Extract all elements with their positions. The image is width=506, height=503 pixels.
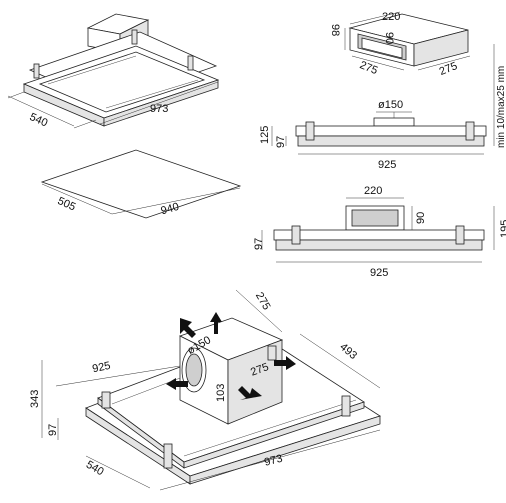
cutout-length-label: 940 [160,201,181,218]
side1-length-label: 925 [378,159,396,171]
cutout-view: 505 940 [40,149,242,219]
side1-h97-label: 97 [275,136,287,148]
side2-h97-label: 97 [253,238,265,250]
iso-275-side-label: 275 [249,361,270,379]
side-elevation-rect: 220 90 97 195 925 [253,185,506,279]
hood-length-label: 973 [150,103,168,115]
duct-depth-left-label: 275 [358,59,380,77]
iso-275-top-label: 275 [253,290,273,312]
hood-width-label: 540 [28,111,50,129]
side1-range-label: min 10/max25 mm [496,66,506,148]
side1-dia-label: ø150 [378,99,403,111]
duct-inner-height-label: 90 [383,32,395,44]
iso-493-label: 493 [337,341,359,362]
hood-large-iso: 275 ø150 275 103 493 925 343 97 540 973 [29,289,381,491]
side2-h195-label: 195 [499,220,506,238]
side2-length-label: 925 [370,267,388,279]
iso-973-label: 973 [263,453,284,469]
duct-depth-right-label: 275 [438,60,460,78]
duct-width-label: 220 [382,11,400,23]
iso-540-label: 540 [84,459,106,479]
iso-103-label: 103 [215,384,227,402]
side2-h90-label: 90 [415,212,427,224]
hood-iso-view: 540 973 [7,13,220,129]
duct-box-view: 220 98 90 275 275 [329,11,471,78]
duct-outer-height-label: 98 [329,24,341,36]
side-elevation-round: ø150 125 97 925 min 10/max25 mm [259,44,506,171]
iso-343-label: 343 [29,390,41,408]
side1-h125-label: 125 [259,126,271,144]
iso-925-label: 925 [91,360,111,376]
side2-w220-label: 220 [364,185,382,197]
iso-97-label: 97 [47,424,59,436]
